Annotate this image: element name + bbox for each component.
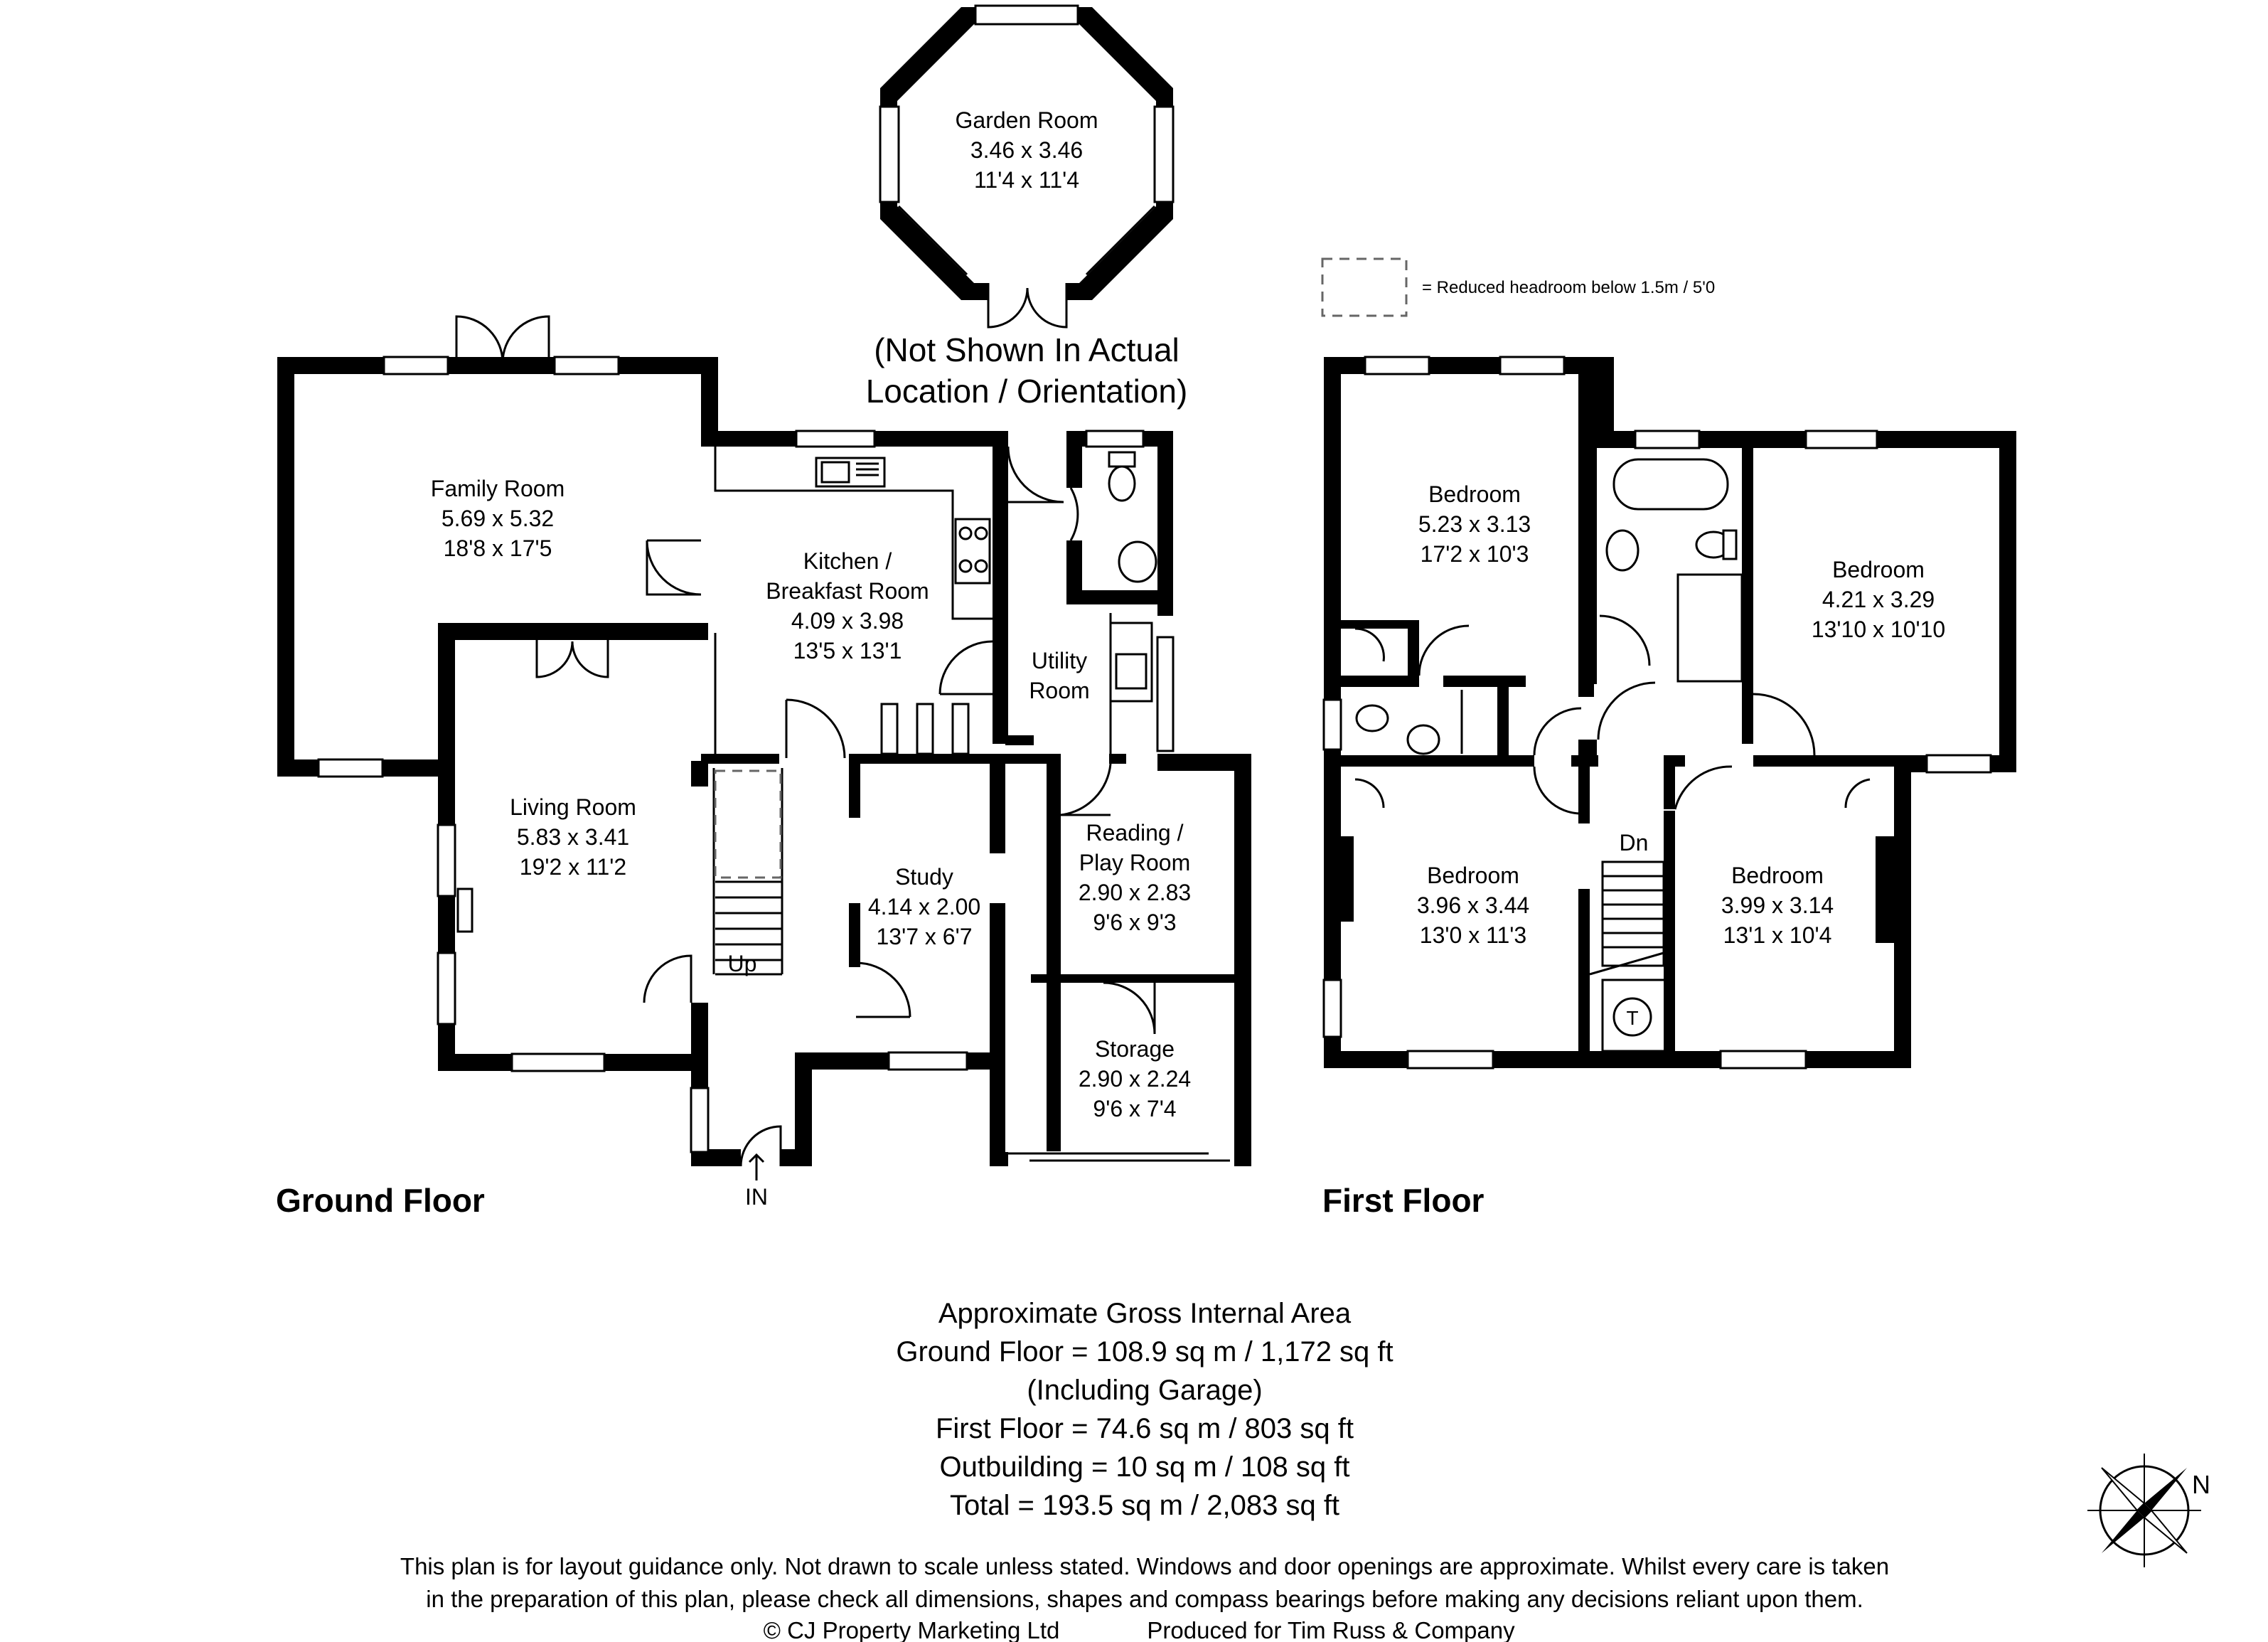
family-room-name: Family Room	[431, 476, 565, 501]
reading-room-name-line2: Play Room	[1079, 850, 1191, 875]
bedroom-1-metric: 5.23 x 3.13	[1418, 511, 1531, 537]
first-floor-doors-fixtures	[1354, 458, 1871, 1052]
bedroom-4-imperial: 13'1 x 10'4	[1723, 922, 1832, 948]
family-room-metric: 5.69 x 5.32	[442, 506, 554, 531]
area-ground-note: (Including Garage)	[1027, 1375, 1262, 1406]
area-title: Approximate Gross Internal Area	[938, 1298, 1352, 1329]
garden-room-name: Garden Room	[956, 107, 1098, 133]
outbuilding-note-line1: (Not Shown In Actual	[874, 331, 1180, 368]
reading-room-imperial: 9'6 x 9'3	[1093, 910, 1176, 935]
area-first-floor: First Floor = 74.6 sq m / 803 sq ft	[936, 1413, 1354, 1444]
stairs-down-label: Dn	[1620, 830, 1649, 855]
copyright-text: © CJ Property Marketing Ltd	[764, 1617, 1060, 1642]
kitchen-imperial: 13'5 x 13'1	[793, 638, 902, 663]
first-floor-windows	[1322, 356, 1992, 1070]
ground-floor-walls	[277, 357, 1251, 1166]
study-metric: 4.14 x 2.00	[868, 894, 980, 919]
garden-room-outbuilding	[879, 4, 1175, 329]
area-ground-floor: Ground Floor = 108.9 sq m / 1,172 sq ft	[896, 1336, 1393, 1368]
bedroom-2-metric: 4.21 x 3.29	[1822, 587, 1935, 612]
storage-name: Storage	[1095, 1036, 1175, 1062]
ground-floor-fixtures	[456, 447, 1157, 976]
stairs-up-label: Up	[728, 951, 757, 976]
area-outbuilding: Outbuilding = 10 sq m / 108 sq ft	[939, 1451, 1349, 1483]
bedroom-3-name: Bedroom	[1427, 863, 1519, 888]
bedroom-1-name: Bedroom	[1428, 481, 1521, 507]
kitchen-name-line2: Breakfast Room	[766, 578, 929, 604]
bedroom-4-metric: 3.99 x 3.14	[1721, 892, 1834, 918]
living-room-metric: 5.83 x 3.41	[517, 824, 629, 850]
ground-floor-doors	[455, 315, 1156, 1180]
compass-icon	[2087, 1454, 2201, 1567]
garden-room-metric: 3.46 x 3.46	[970, 137, 1083, 163]
garden-room-imperial: 11'4 x 11'4	[974, 167, 1079, 193]
disclaimer-line1: This plan is for layout guidance only. N…	[400, 1553, 1889, 1579]
family-room-imperial: 18'8 x 17'5	[444, 535, 552, 561]
ground-floor-windows	[317, 356, 1230, 1167]
first-floor-title: First Floor	[1322, 1182, 1485, 1219]
reading-room-metric: 2.90 x 2.83	[1079, 880, 1191, 905]
study-imperial: 13'7 x 6'7	[877, 924, 973, 949]
storage-imperial: 9'6 x 7'4	[1093, 1096, 1176, 1121]
bedroom-3-imperial: 13'0 x 11'3	[1420, 922, 1526, 948]
living-room-name: Living Room	[510, 794, 636, 820]
bedroom-1-imperial: 17'2 x 10'3	[1421, 541, 1529, 567]
ground-floor-title: Ground Floor	[276, 1182, 485, 1219]
storage-metric: 2.90 x 2.24	[1079, 1066, 1191, 1092]
bedroom-3-metric: 3.96 x 3.44	[1417, 892, 1529, 918]
produced-for-text: Produced for Tim Russ & Company	[1147, 1617, 1515, 1642]
disclaimer-line2: in the preparation of this plan, please …	[426, 1586, 1863, 1612]
living-room-imperial: 19'2 x 11'2	[520, 854, 626, 880]
kitchen-name-line1: Kitchen /	[803, 548, 892, 574]
tank-label: T	[1626, 1007, 1638, 1029]
utility-name-line2: Room	[1029, 678, 1089, 703]
study-name: Study	[895, 864, 953, 890]
reduced-headroom-legend-text: = Reduced headroom below 1.5m / 5'0	[1422, 278, 1715, 297]
entrance-label: IN	[745, 1184, 768, 1210]
area-total: Total = 193.5 sq m / 2,083 sq ft	[950, 1490, 1339, 1521]
kitchen-metric: 4.09 x 3.98	[791, 608, 904, 634]
bedroom-2-name: Bedroom	[1832, 557, 1925, 582]
reading-room-name-line1: Reading /	[1086, 820, 1184, 846]
reduced-headroom-legend-box	[1321, 257, 1408, 317]
utility-name-line1: Utility	[1032, 648, 1087, 673]
bedroom-2-imperial: 13'10 x 10'10	[1812, 617, 1945, 642]
outbuilding-note-line2: Location / Orientation)	[866, 373, 1188, 410]
bedroom-4-name: Bedroom	[1731, 863, 1824, 888]
north-label: N	[2192, 1470, 2210, 1499]
